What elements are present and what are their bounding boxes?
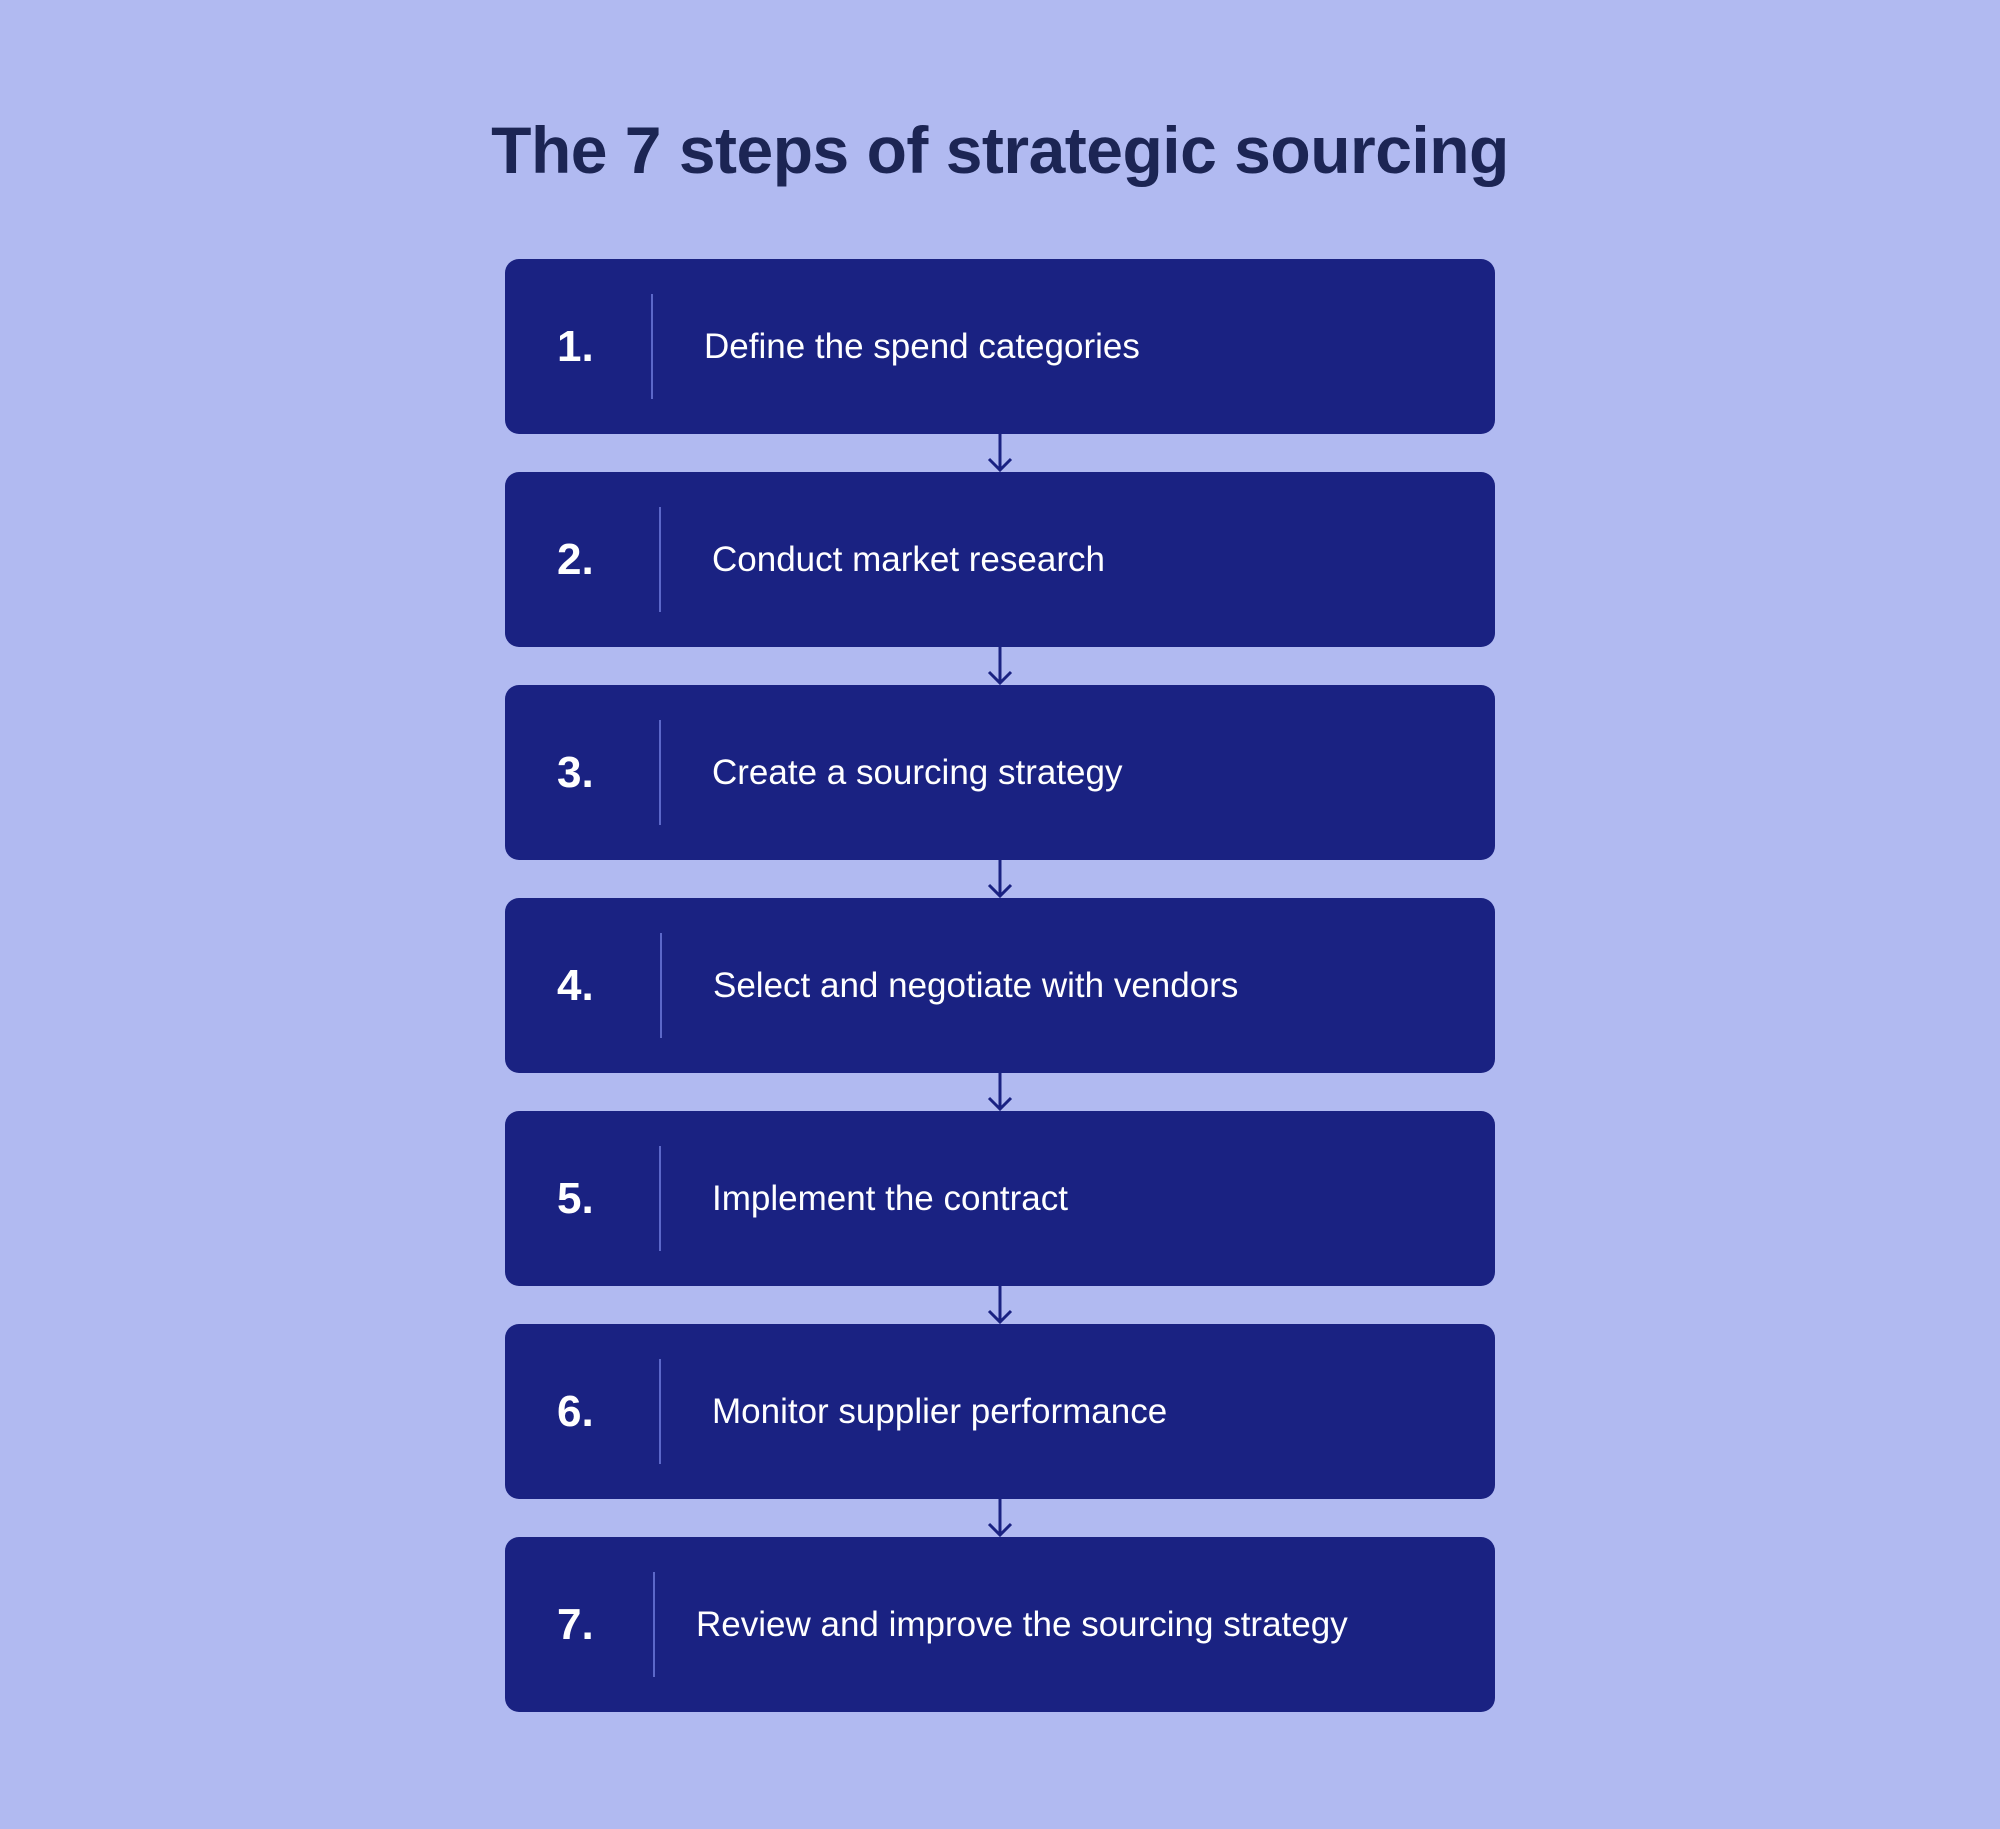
arrow-down-icon xyxy=(987,1499,1013,1537)
step-divider xyxy=(659,507,661,612)
step-number: 6. xyxy=(557,1387,594,1436)
arrow-down-icon xyxy=(987,434,1013,472)
step-divider xyxy=(660,933,662,1038)
step-label: Conduct market research xyxy=(712,540,1105,579)
step-number: 4. xyxy=(557,961,594,1010)
step-label: Create a sourcing strategy xyxy=(712,753,1123,792)
step-label: Monitor supplier performance xyxy=(712,1392,1168,1431)
step-label: Select and negotiate with vendors xyxy=(713,966,1239,1005)
step-number: 2. xyxy=(557,535,594,584)
arrow-down-icon xyxy=(987,1073,1013,1111)
step-divider xyxy=(659,720,661,825)
step-number: 7. xyxy=(557,1600,594,1649)
arrow-down-icon xyxy=(987,860,1013,898)
step-divider xyxy=(659,1359,661,1464)
step-box-7: 7. Review and improve the sourcing strat… xyxy=(505,1537,1495,1712)
step-box-1: 1. Define the spend categories xyxy=(505,259,1495,472)
step-number: 5. xyxy=(557,1174,594,1223)
diagram-title: The 7 steps of strategic sourcing xyxy=(491,113,1509,187)
steps-flow: 1. Define the spend categories 2. Conduc… xyxy=(505,259,1495,1712)
arrow-down-icon xyxy=(987,647,1013,685)
step-box-5: 5. Implement the contract xyxy=(505,1111,1495,1324)
step-divider xyxy=(651,294,653,399)
step-divider xyxy=(659,1146,661,1251)
step-box-2: 2. Conduct market research xyxy=(505,472,1495,685)
step-label: Define the spend categories xyxy=(704,327,1140,366)
arrow-down-icon xyxy=(987,1286,1013,1324)
step-number: 3. xyxy=(557,748,594,797)
step-label: Implement the contract xyxy=(712,1179,1068,1218)
step-label: Review and improve the sourcing strategy xyxy=(696,1605,1348,1644)
step-box-4: 4. Select and negotiate with vendors xyxy=(505,898,1495,1111)
step-box-6: 6. Monitor supplier performance xyxy=(505,1324,1495,1537)
step-number: 1. xyxy=(557,322,594,371)
step-divider xyxy=(653,1572,655,1677)
step-box-3: 3. Create a sourcing strategy xyxy=(505,685,1495,898)
